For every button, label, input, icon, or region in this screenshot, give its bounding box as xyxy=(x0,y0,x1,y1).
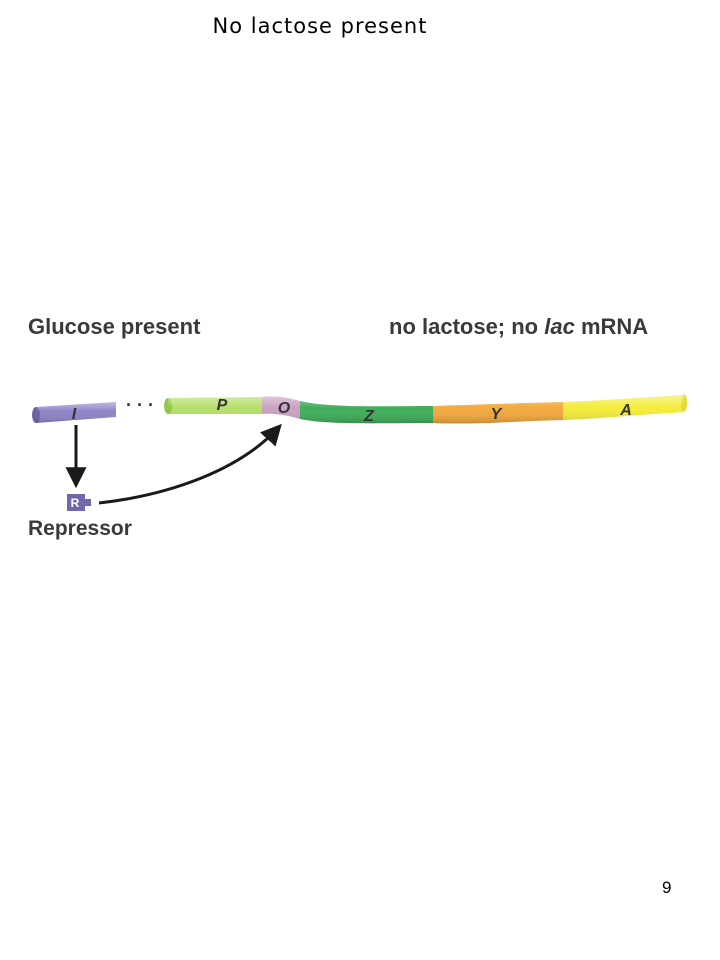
i-gene-letter: I xyxy=(72,406,77,423)
operon-strand: P O Z Y A xyxy=(164,394,687,425)
connector-dots: · · · xyxy=(126,395,154,415)
operator-letter: O xyxy=(278,400,291,417)
lactose-condition-suffix: mRNA xyxy=(574,314,649,339)
i-gene: I xyxy=(32,402,116,423)
repressor-box xyxy=(67,494,85,511)
promoter-letter: P xyxy=(217,397,228,414)
y-gene-letter: Y xyxy=(491,406,503,423)
glucose-condition-label: Glucose present xyxy=(28,314,201,339)
a-gene-letter: A xyxy=(619,402,632,419)
repressor-tab xyxy=(85,499,91,506)
lactose-condition-lac: lac xyxy=(544,314,575,339)
page-number: 9 xyxy=(662,878,672,897)
lactose-condition-prefix: no lactose; no xyxy=(389,314,545,339)
lactose-condition-label: no lactose; no lac mRNA xyxy=(389,314,648,340)
repressor-symbol: R xyxy=(71,496,80,510)
slide-title: No lactose present xyxy=(212,14,428,38)
binding-arrow xyxy=(98,423,282,505)
repressor-label: Repressor xyxy=(28,517,132,540)
z-gene-letter: Z xyxy=(363,408,375,425)
repressor-protein: R xyxy=(67,494,91,511)
